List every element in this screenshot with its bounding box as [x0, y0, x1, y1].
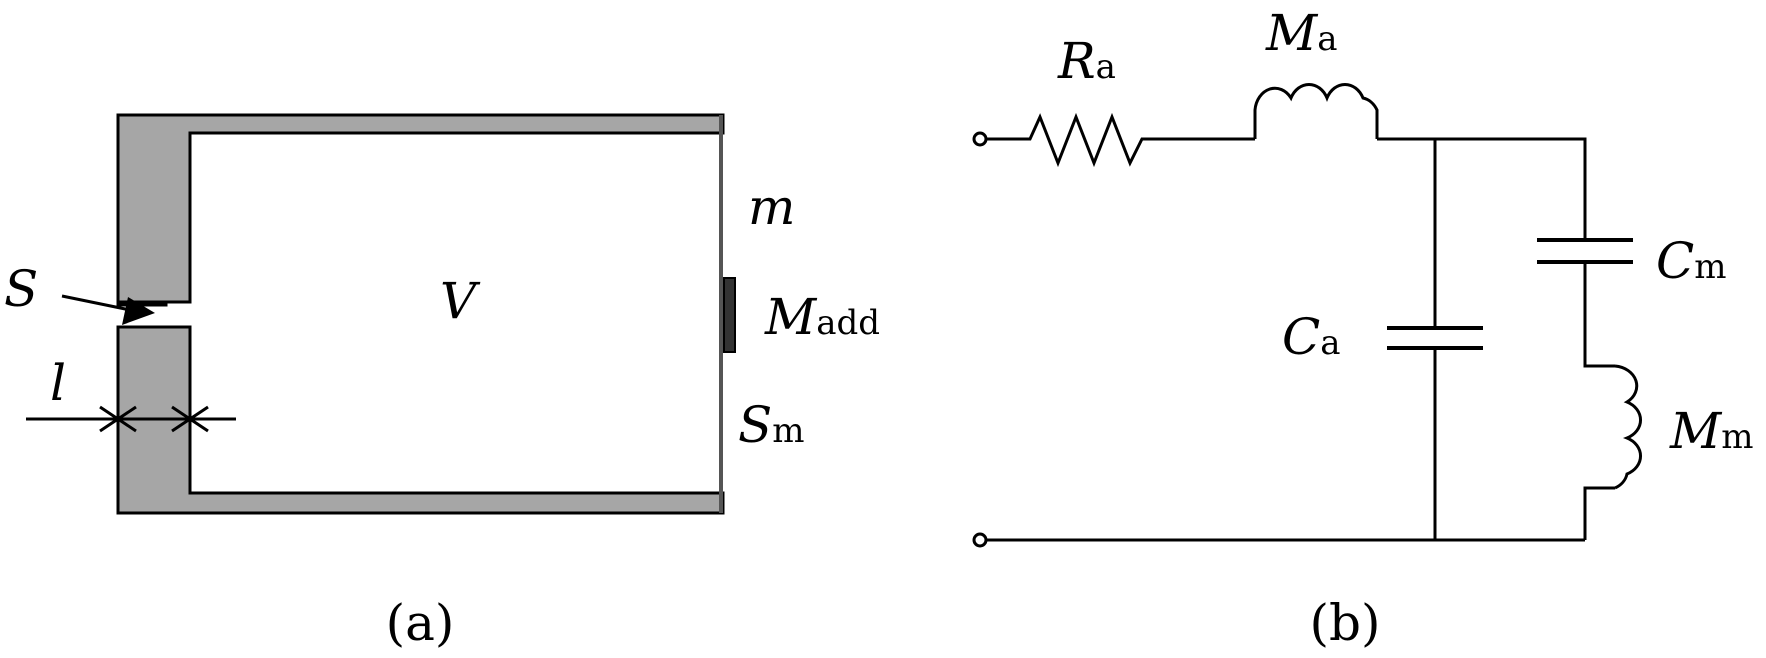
panel-b-equivalent-circuit: Ra Ma Ca Cm Mm (b): [972, 4, 1753, 652]
l-arrow-left: [99, 405, 137, 433]
l-arrow-right: [171, 405, 209, 433]
caption-b: (b): [1309, 594, 1380, 652]
resonator-wall: [116, 113, 725, 515]
caption-a: (a): [386, 594, 455, 652]
cm-wire: [1583, 262, 1615, 368]
label-S-m: Sm: [738, 396, 805, 454]
added-mass-block: [723, 277, 736, 353]
label-M-a: Ma: [1265, 4, 1337, 62]
panel-a-helmholtz-resonator: S l V m Madd Sm (a): [4, 113, 880, 652]
label-R-a: Ra: [1057, 32, 1116, 90]
label-M-m: Mm: [1669, 402, 1753, 460]
inductor-M-a: [1253, 82, 1379, 139]
label-m: m: [748, 178, 795, 236]
terminal-top: [972, 131, 988, 147]
label-l: l: [50, 354, 66, 412]
top-wire-right: [1377, 137, 1587, 240]
label-C-a: Ca: [1282, 308, 1341, 366]
label-M-add: Madd: [764, 288, 880, 346]
resistor-R-a: [986, 112, 1255, 168]
terminal-bottom: [972, 532, 988, 548]
label-C-m: Cm: [1656, 232, 1727, 290]
label-V: V: [440, 272, 481, 330]
s-arrow-head: [122, 297, 155, 325]
mm-wire-bottom: [1583, 486, 1615, 540]
inductor-M-m: [1614, 364, 1643, 490]
label-S: S: [4, 260, 38, 318]
